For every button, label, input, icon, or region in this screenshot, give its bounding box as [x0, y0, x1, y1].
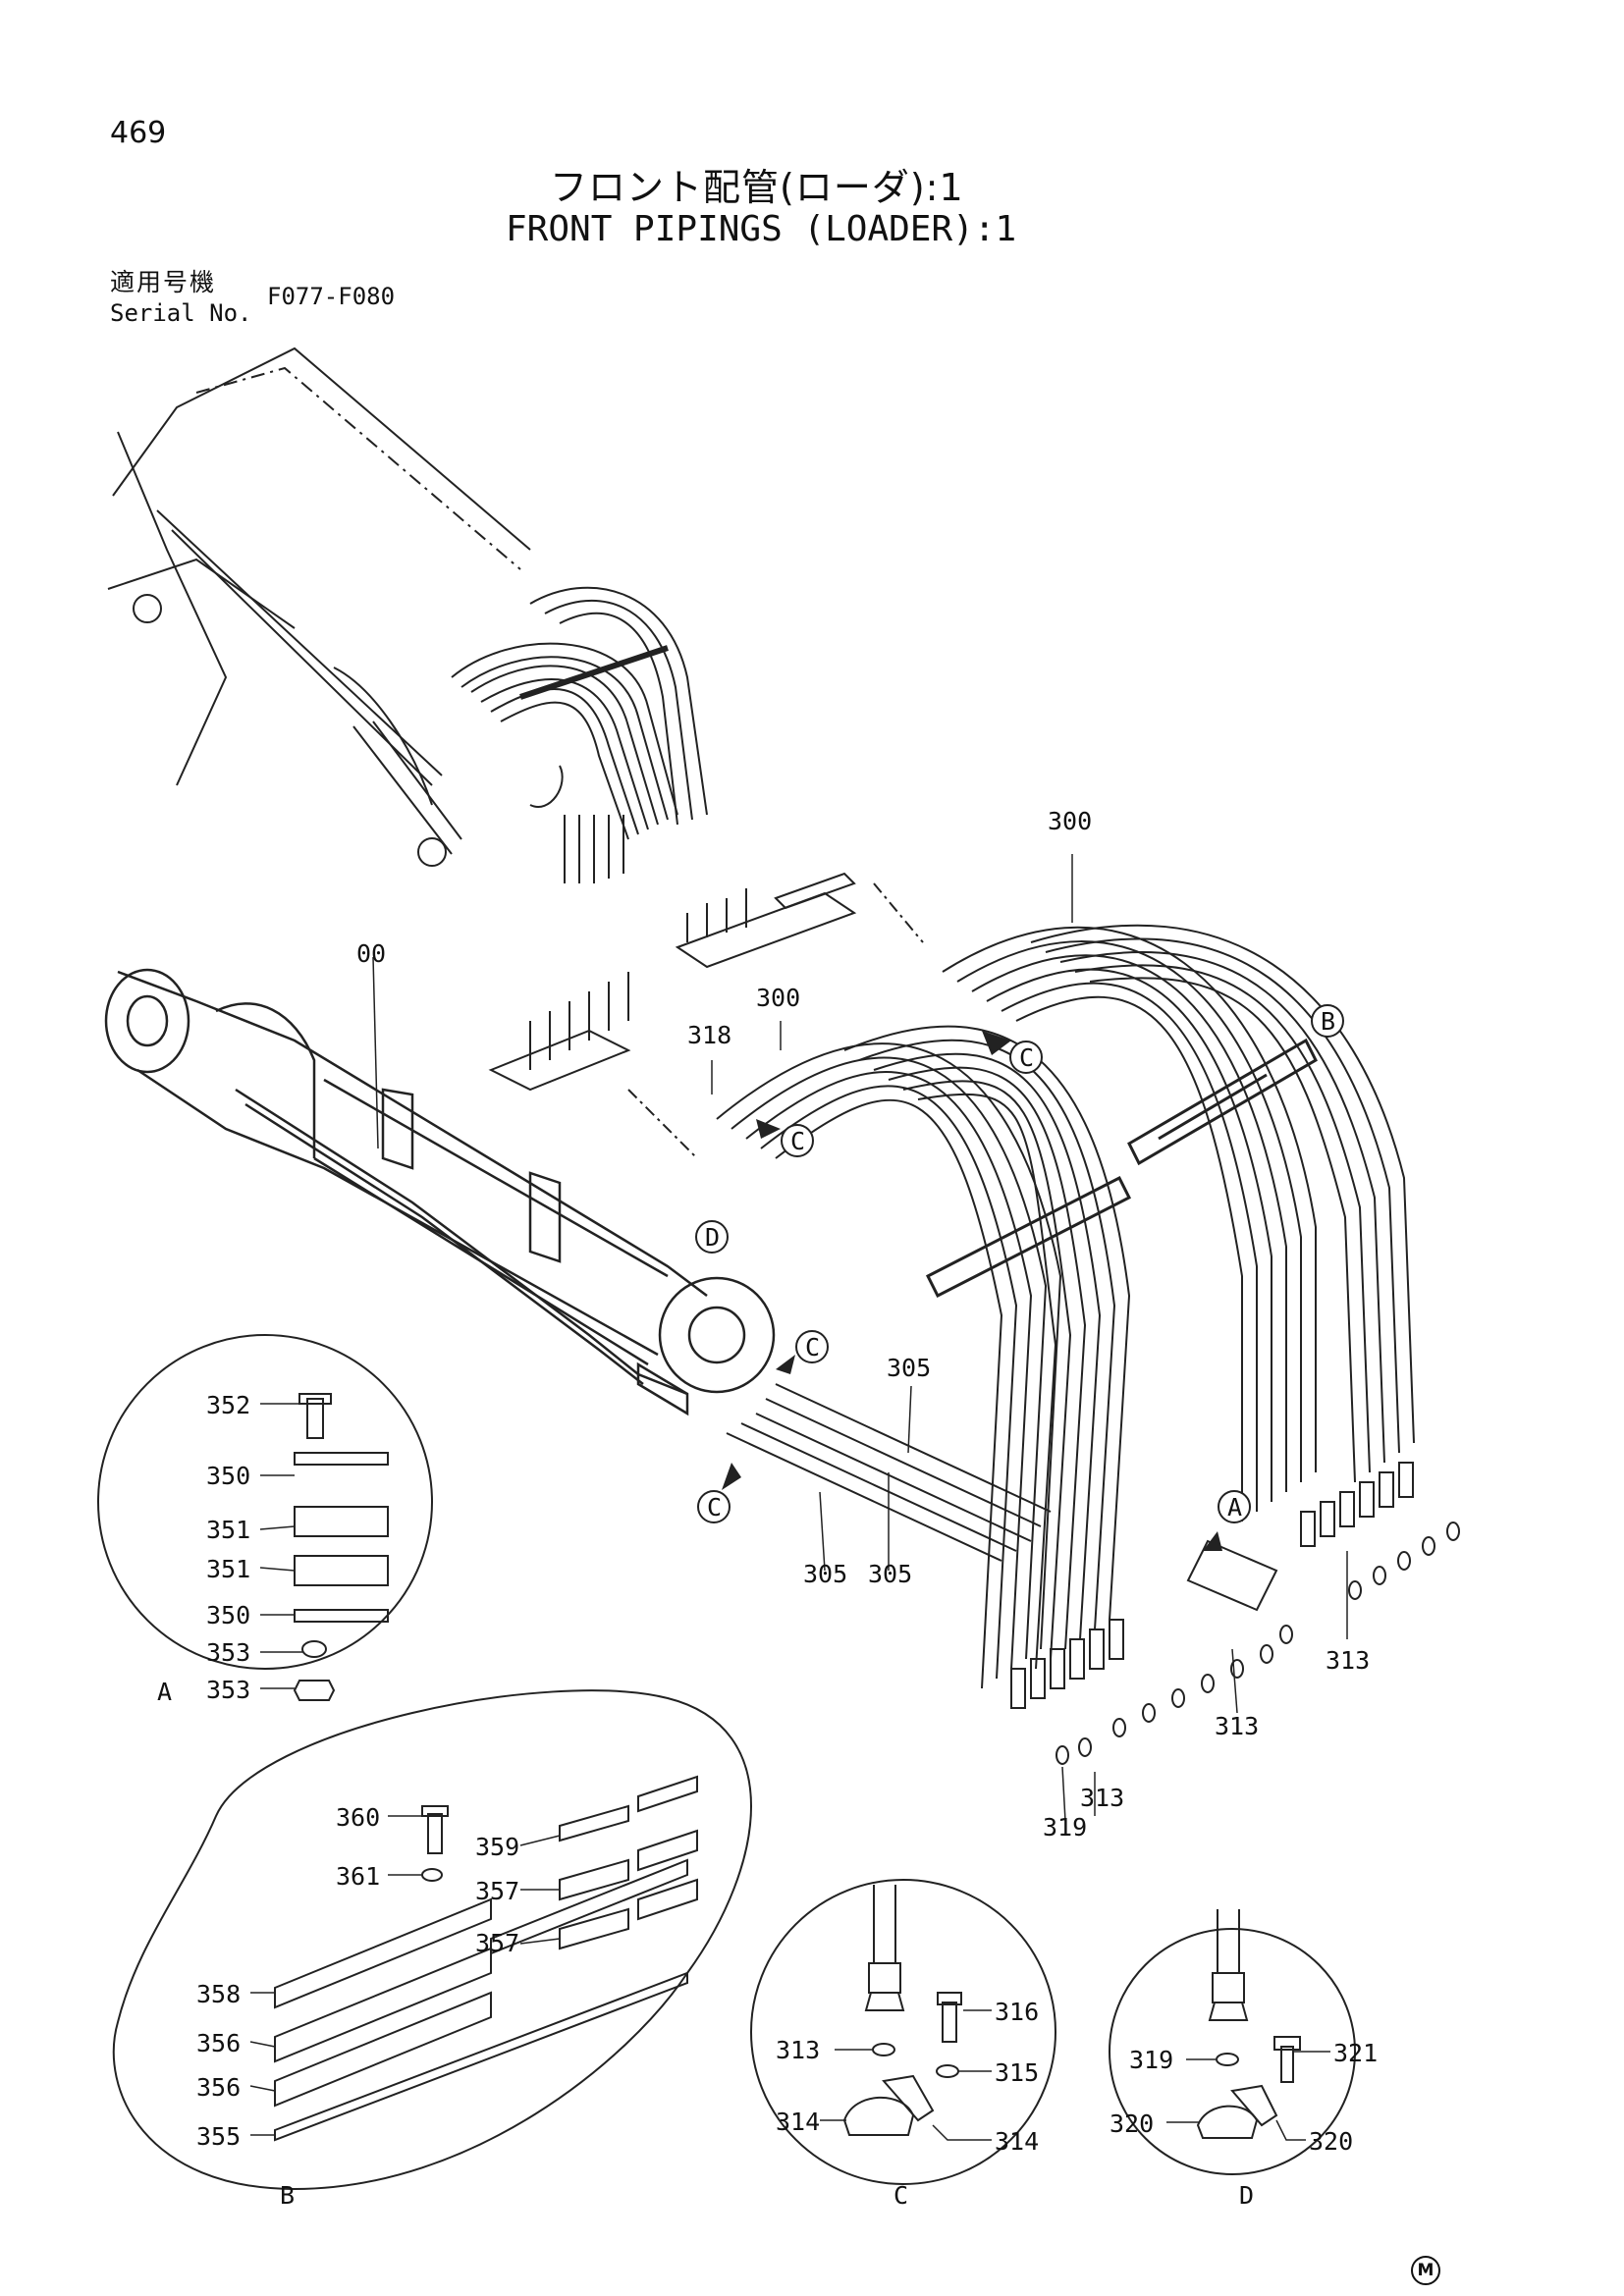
callout-321: 321	[1333, 2039, 1378, 2067]
hose-bundle-300	[942, 924, 1415, 1522]
callout-316: 316	[995, 1998, 1039, 2026]
callout-314: 314	[776, 2108, 820, 2136]
ref-c-marker	[781, 1124, 814, 1157]
callout-313: 313	[1080, 1784, 1124, 1812]
callout-353: 353	[206, 1676, 250, 1704]
page-title-jp: フロント配管(ローダ):1	[550, 166, 964, 209]
ref-c-marker	[697, 1490, 731, 1523]
hose-bundle-318	[716, 1025, 1131, 1689]
callout-315: 315	[995, 2058, 1039, 2087]
ref-c-label: C	[790, 1127, 805, 1155]
detail-circle-b	[112, 1689, 752, 2191]
detail-circle-d	[1109, 1909, 1356, 2175]
ref-c-marker	[1009, 1041, 1043, 1074]
callout-labels: 00 300 300 318 305 305 305 313 313 313 3…	[157, 807, 1378, 2210]
callout-352: 352	[206, 1391, 250, 1419]
callout-318: 318	[687, 1021, 731, 1049]
callout-350: 350	[206, 1462, 250, 1490]
callout-314: 314	[995, 2127, 1039, 2156]
callout-313: 313	[1215, 1712, 1259, 1740]
serial-label-jp: 適用号機	[110, 268, 217, 296]
ref-c-label: C	[805, 1333, 820, 1362]
callout-351: 351	[206, 1516, 250, 1544]
circle-label-a: A	[157, 1678, 172, 1706]
hose-fittings	[1010, 1462, 1460, 1765]
ref-d-label: D	[705, 1223, 720, 1252]
page-title-en: FRONT PIPINGS (LOADER):1	[506, 209, 1017, 249]
callout-300: 300	[756, 984, 800, 1012]
ref-a-label: A	[1227, 1493, 1242, 1522]
callout-356: 356	[196, 2073, 241, 2102]
circle-label-b: B	[280, 2181, 295, 2210]
callout-300: 300	[1048, 807, 1092, 835]
serial-value: F077-F080	[267, 283, 396, 310]
circle-label-c: C	[893, 2181, 908, 2210]
serial-label-en: Serial No.	[110, 299, 252, 327]
overview-sketch	[107, 347, 708, 883]
callout-305: 305	[803, 1560, 847, 1588]
callout-319: 319	[1129, 2046, 1173, 2074]
ref-c-label: C	[1019, 1043, 1034, 1072]
hose-clamps	[925, 1038, 1318, 1299]
callout-359: 359	[475, 1833, 519, 1861]
pipes-305	[726, 1383, 1052, 1562]
callout-355: 355	[196, 2122, 241, 2151]
ref-d-marker	[695, 1220, 729, 1254]
exploded-clamps	[488, 872, 924, 1159]
page-number: 469	[110, 116, 167, 150]
reference-markers	[695, 1004, 1344, 1523]
leader-lines	[249, 854, 1348, 2141]
callout-305: 305	[868, 1560, 912, 1588]
callout-357: 357	[475, 1929, 519, 1957]
ref-b-label: B	[1321, 1007, 1335, 1036]
callout-353: 353	[206, 1638, 250, 1667]
reference-arrows	[722, 1031, 1222, 1551]
callout-00: 00	[356, 939, 386, 968]
callout-360: 360	[336, 1803, 380, 1832]
callout-358: 358	[196, 1980, 241, 2008]
callout-356: 356	[196, 2029, 241, 2057]
ref-c-label: C	[707, 1493, 722, 1522]
manufacturer-mark: M	[1411, 2256, 1440, 2285]
callout-305: 305	[887, 1354, 931, 1382]
callout-351: 351	[206, 1555, 250, 1583]
ref-c-marker	[795, 1330, 829, 1363]
ref-b-marker	[1311, 1004, 1344, 1038]
boom-cylinder	[104, 968, 776, 1416]
detail-circle-a	[97, 1334, 433, 1701]
callout-313: 313	[1326, 1646, 1370, 1675]
callout-319: 319	[1043, 1813, 1087, 1842]
callout-320: 320	[1110, 2109, 1154, 2138]
callout-350: 350	[206, 1601, 250, 1629]
callout-320: 320	[1309, 2127, 1353, 2156]
callout-361: 361	[336, 1862, 380, 1891]
callout-313: 313	[776, 2036, 820, 2064]
callout-357: 357	[475, 1877, 519, 1905]
ref-a-marker	[1218, 1490, 1251, 1523]
circle-label-d: D	[1239, 2181, 1254, 2210]
